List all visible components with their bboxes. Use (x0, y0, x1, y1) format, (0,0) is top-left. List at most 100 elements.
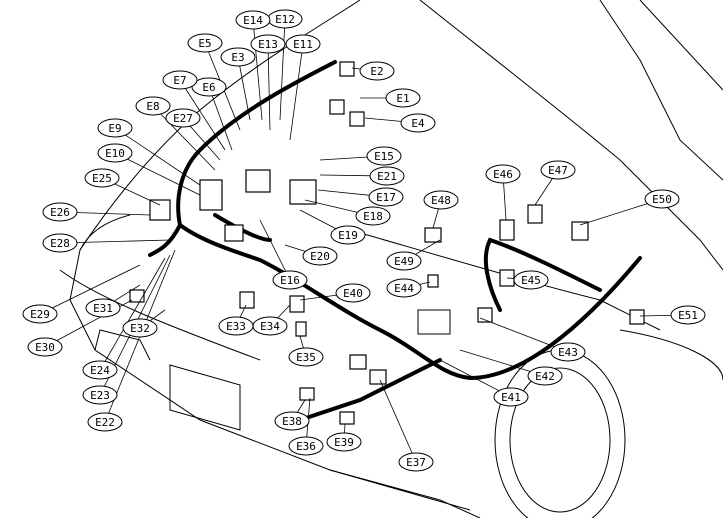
connector-label-e46: E46 (485, 164, 521, 184)
connector-label-e43: E43 (550, 342, 586, 362)
label-text: E41 (501, 391, 521, 404)
label-text: E16 (280, 274, 300, 287)
label-oval (87, 412, 123, 432)
label-text: E43 (558, 346, 578, 359)
label-oval (670, 305, 706, 325)
label-text: E11 (293, 38, 313, 51)
label-text: E38 (282, 415, 302, 428)
label-oval (400, 113, 436, 133)
connector-label-e30: E30 (27, 337, 63, 357)
label-oval (366, 146, 402, 166)
label-text: E28 (50, 237, 70, 250)
car-body-outline (59, 0, 723, 518)
label-oval (42, 202, 78, 222)
connector-label-e48: E48 (423, 190, 459, 210)
label-text: E17 (376, 191, 396, 204)
connector-label-e50: E50 (644, 189, 680, 209)
label-oval (274, 411, 310, 431)
label-text: E49 (394, 255, 414, 268)
label-oval (165, 108, 201, 128)
label-oval (359, 61, 395, 81)
label-oval (386, 251, 422, 271)
label-text: E13 (258, 38, 278, 51)
connector-label-e29: E29 (22, 304, 58, 324)
leader-line-e43 (479, 317, 569, 353)
label-oval (288, 436, 324, 456)
connector-label-e19: E19 (330, 225, 366, 245)
label-text: E48 (431, 194, 451, 207)
connector-label-e49: E49 (386, 251, 422, 271)
label-oval (493, 387, 529, 407)
connector-label-e26: E26 (42, 202, 78, 222)
connector-label-e38: E38 (274, 411, 310, 431)
connector-label-e13: E13 (250, 34, 286, 54)
label-text: E44 (394, 282, 414, 295)
label-oval (235, 10, 271, 30)
label-text: E35 (296, 351, 316, 364)
label-text: E5 (198, 37, 211, 50)
label-oval (122, 318, 158, 338)
label-oval (385, 88, 421, 108)
connector-label-e7: E7 (162, 70, 198, 90)
connector-label-e1: E1 (385, 88, 421, 108)
label-text: E21 (377, 170, 397, 183)
leader-line-e3 (237, 56, 251, 121)
label-text: E10 (105, 147, 125, 160)
label-oval (272, 270, 308, 290)
connector-label-e39: E39 (326, 432, 362, 452)
leader-line-e28 (59, 239, 171, 244)
label-text: E33 (226, 320, 246, 333)
label-text: E15 (374, 150, 394, 163)
label-oval (252, 316, 288, 336)
label-text: E37 (406, 456, 426, 469)
label-text: E19 (338, 229, 358, 242)
label-oval (302, 246, 338, 266)
label-text: E24 (90, 364, 110, 377)
label-text: E34 (260, 320, 280, 333)
leader-line-e16 (259, 219, 291, 281)
connector-label-e27: E27 (165, 108, 201, 128)
label-oval (85, 298, 121, 318)
label-text: E12 (275, 13, 295, 26)
connector-label-e41: E41 (493, 387, 529, 407)
label-oval (386, 278, 422, 298)
label-text: E23 (90, 389, 110, 402)
connector-label-e32: E32 (122, 318, 158, 338)
connector-label-e20: E20 (302, 246, 338, 266)
label-oval (22, 304, 58, 324)
label-oval (82, 385, 118, 405)
leader-line-e24 (99, 257, 166, 371)
wiring-harness (148, 60, 642, 422)
leader-line-e11 (289, 43, 304, 141)
label-text: E32 (130, 322, 150, 335)
label-text: E40 (343, 287, 363, 300)
connector-labels: E1E2E3E4E5E6E7E8E9E10E11E12E13E14E15E16E… (22, 9, 706, 472)
label-oval (335, 283, 371, 303)
label-oval (540, 160, 576, 180)
label-oval (42, 233, 78, 253)
connector-label-e10: E10 (97, 143, 133, 163)
label-oval (355, 206, 391, 226)
label-text: E31 (93, 302, 113, 315)
connector-label-e35: E35 (288, 347, 324, 367)
connector-label-e3: E3 (220, 47, 256, 67)
connector-label-e33: E33 (218, 316, 254, 336)
label-oval (250, 34, 286, 54)
connector-label-e42: E42 (527, 366, 563, 386)
connector-label-e5: E5 (187, 33, 223, 53)
label-text: E18 (363, 210, 383, 223)
label-text: E22 (95, 416, 115, 429)
connector-label-e18: E18 (355, 206, 391, 226)
connector-label-e15: E15 (366, 146, 402, 166)
leader-line-e13 (267, 43, 271, 131)
label-text: E1 (396, 92, 409, 105)
connector-label-e31: E31 (85, 298, 121, 318)
label-oval (423, 190, 459, 210)
connector-label-e6: E6 (191, 77, 227, 97)
connector-label-e4: E4 (400, 113, 436, 133)
label-oval (550, 342, 586, 362)
connector-label-e21: E21 (369, 166, 405, 186)
connector-label-e24: E24 (82, 360, 118, 380)
label-text: E36 (296, 440, 316, 453)
label-oval (398, 452, 434, 472)
